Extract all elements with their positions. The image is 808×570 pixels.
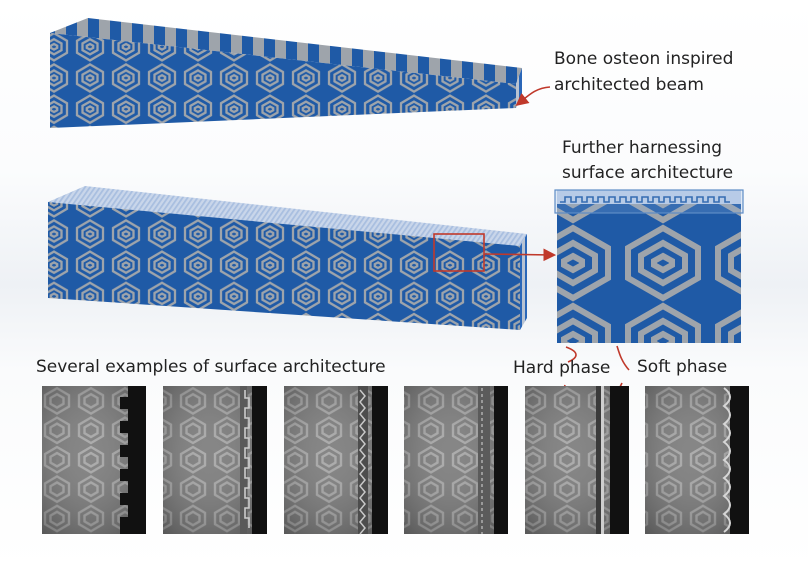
examples-label: Several examples of surface architecture bbox=[36, 357, 386, 377]
micrograph-2 bbox=[163, 386, 267, 534]
hard-phase-pointer bbox=[565, 346, 577, 363]
osteon-beam-2 bbox=[48, 186, 527, 330]
hard-phase-label: Hard phase bbox=[513, 358, 611, 378]
surface-highlight-box bbox=[554, 189, 744, 214]
surface-label-line1: Further harnessing bbox=[562, 138, 723, 158]
surface-label-line2: surface architecture bbox=[562, 163, 734, 183]
micrograph-1 bbox=[42, 386, 146, 534]
zoom-region-box bbox=[433, 233, 485, 272]
soft-phase-pointer bbox=[616, 345, 630, 371]
beam-label-line1: Bone osteon inspired bbox=[554, 49, 734, 69]
micrograph-4 bbox=[404, 386, 508, 534]
soft-phase-label: Soft phase bbox=[637, 357, 728, 377]
micrograph-5 bbox=[525, 386, 629, 534]
beam-label-line2: architected beam bbox=[554, 75, 704, 95]
zoom-arrow bbox=[483, 248, 557, 262]
micrograph-6 bbox=[645, 386, 749, 534]
beam-label-arrow bbox=[515, 86, 551, 106]
micrograph-3 bbox=[284, 386, 388, 535]
micrograph-row bbox=[42, 386, 749, 535]
osteon-beam-1 bbox=[50, 18, 522, 128]
surface-zoom-panel bbox=[554, 189, 744, 343]
